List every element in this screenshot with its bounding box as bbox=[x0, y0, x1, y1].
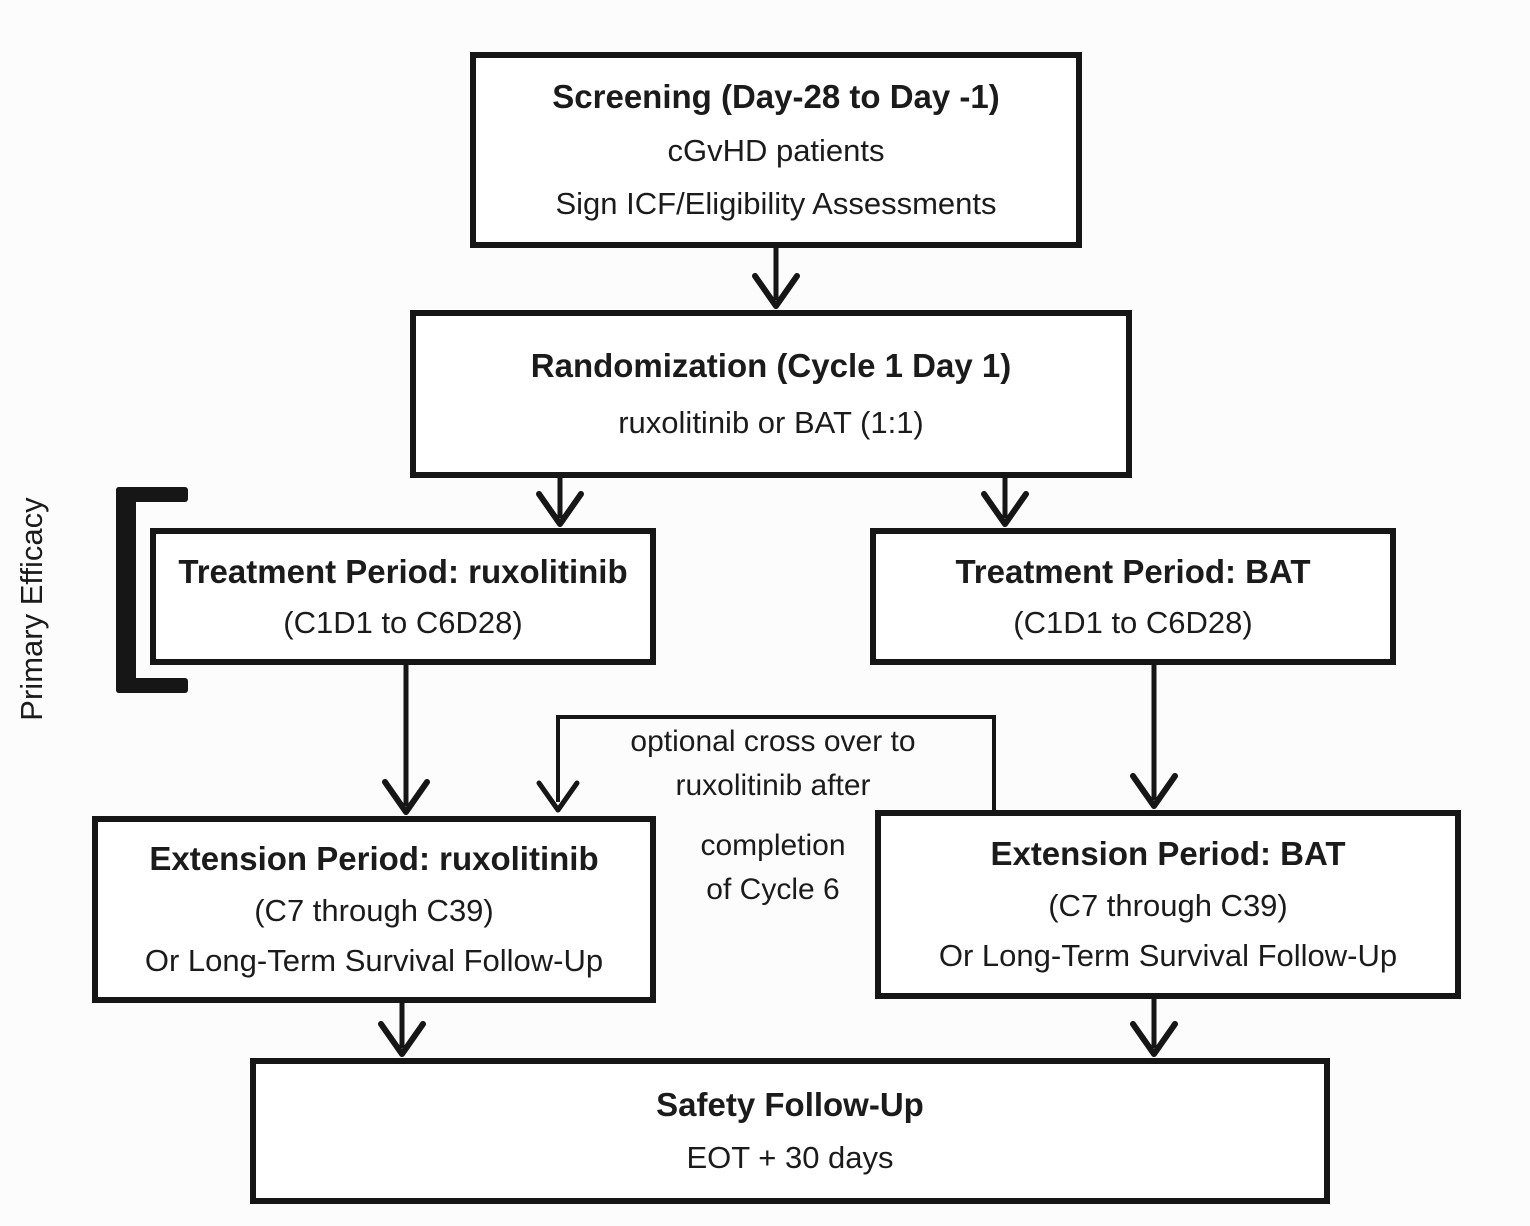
extension-ruxolitinib-title: Extension Period: ruxolitinib bbox=[149, 839, 599, 877]
crossover-note-line-4: of Cycle 6 bbox=[706, 873, 840, 906]
extension-bat-cycles: (C7 through C39) bbox=[1048, 887, 1288, 923]
arrow-screening-to-randomization bbox=[752, 247, 800, 309]
arrow-extension-rux-to-safety bbox=[378, 1000, 426, 1057]
screening-title: Screening (Day-28 to Day -1) bbox=[552, 78, 1000, 116]
crossover-note-line-3: completion bbox=[700, 829, 846, 862]
crossover-note-line-1: optional cross over to bbox=[630, 725, 916, 758]
extension-ruxolitinib-followup: Or Long-Term Survival Follow-Up bbox=[144, 943, 604, 979]
crossover-note-line-2: ruxolitinib after bbox=[675, 769, 871, 802]
randomization-box: Randomization (Cycle 1 Day 1) ruxolitini… bbox=[410, 310, 1132, 478]
safety-follow-up-eot: EOT + 30 days bbox=[686, 1140, 894, 1176]
extension-ruxolitinib-cycles: (C7 through C39) bbox=[254, 892, 494, 928]
treatment-ruxolitinib-title: Treatment Period: ruxolitinib bbox=[178, 552, 628, 590]
extension-ruxolitinib-box: Extension Period: ruxolitinib (C7 throug… bbox=[92, 816, 656, 1003]
arrow-treatment-rux-to-extension-rux bbox=[382, 662, 430, 815]
treatment-bat-box: Treatment Period: BAT (C1D1 to C6D28) bbox=[870, 528, 1396, 665]
screening-box: Screening (Day-28 to Day -1) cGvHD patie… bbox=[470, 52, 1082, 248]
treatment-ruxolitinib-cycles: (C1D1 to C6D28) bbox=[283, 604, 523, 640]
safety-follow-up-title: Safety Follow-Up bbox=[656, 1086, 924, 1124]
extension-bat-followup: Or Long-Term Survival Follow-Up bbox=[938, 938, 1398, 974]
screening-line-icf: Sign ICF/Eligibility Assessments bbox=[555, 185, 997, 221]
arrow-extension-bat-to-safety bbox=[1130, 996, 1178, 1057]
treatment-bat-cycles: (C1D1 to C6D28) bbox=[1013, 604, 1253, 640]
screening-line-patients: cGvHD patients bbox=[667, 133, 885, 169]
primary-efficacy-bracket bbox=[116, 487, 188, 693]
treatment-bat-title: Treatment Period: BAT bbox=[955, 552, 1311, 590]
treatment-ruxolitinib-box: Treatment Period: ruxolitinib (C1D1 to C… bbox=[150, 528, 656, 665]
extension-bat-box: Extension Period: BAT (C7 through C39) O… bbox=[875, 810, 1461, 999]
arrow-randomization-to-treatment-ruxolitinib bbox=[536, 477, 584, 527]
randomization-title: Randomization (Cycle 1 Day 1) bbox=[530, 347, 1012, 385]
crossover-note: optional cross over to ruxolitinib after… bbox=[548, 720, 998, 912]
extension-bat-title: Extension Period: BAT bbox=[990, 834, 1346, 872]
randomization-line-ratio: ruxolitinib or BAT (1:1) bbox=[618, 405, 924, 441]
arrow-treatment-bat-to-extension-bat bbox=[1130, 662, 1178, 809]
crossover-arrow bbox=[536, 715, 996, 813]
safety-follow-up-box: Safety Follow-Up EOT + 30 days bbox=[250, 1058, 1330, 1204]
primary-efficacy-label: Primary Efficacy bbox=[14, 497, 49, 721]
arrow-randomization-to-treatment-bat bbox=[981, 477, 1029, 527]
